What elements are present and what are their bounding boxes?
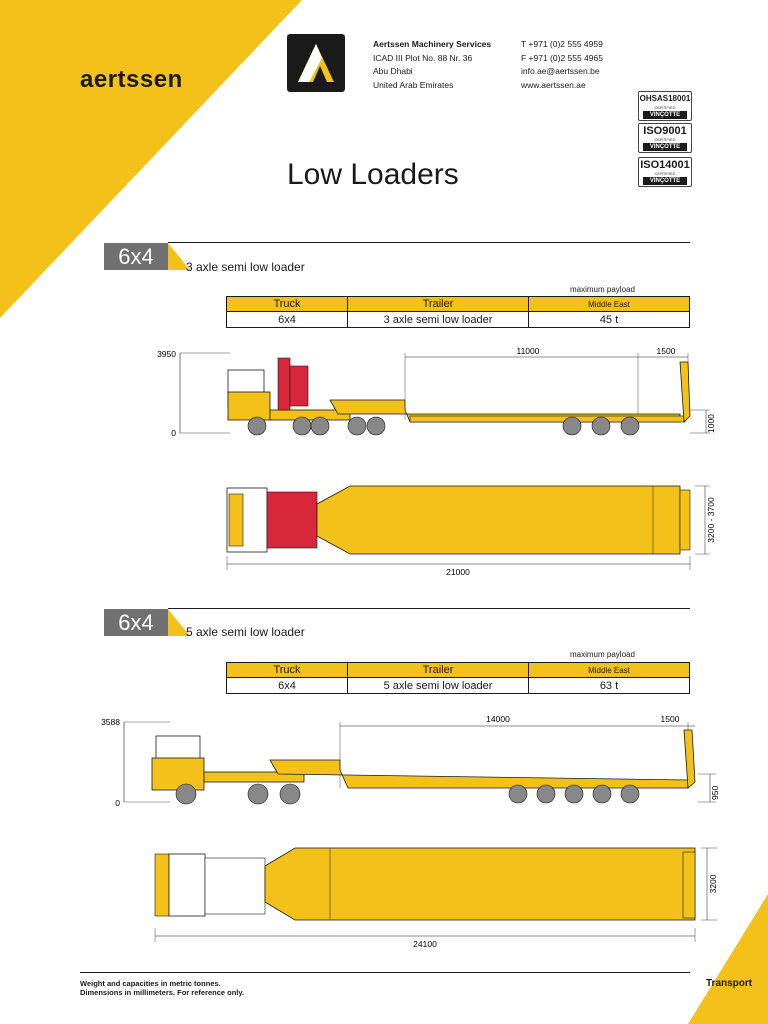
dim-width: 3200 - 3700 bbox=[706, 497, 716, 543]
col-header-region: Middle East bbox=[528, 296, 690, 312]
brand-logo: aertssen bbox=[80, 66, 183, 93]
table-row: 6x4 3 axle semi low loader 45 t bbox=[226, 311, 690, 328]
dim-neck-length: 1500 bbox=[661, 714, 680, 724]
axle-config-badge: 6x4 bbox=[104, 609, 168, 636]
cell-trailer: 5 axle semi low loader bbox=[347, 677, 529, 694]
certification-badge: ISO14001 CERTIFIED VINÇOTTE bbox=[638, 157, 692, 187]
side-view-drawing: 3588 0 14000 1500 950 bbox=[101, 714, 720, 808]
spec-table: Truck Trailer Middle East 6x4 5 axle sem… bbox=[226, 662, 690, 694]
side-view-drawing: 3950 0 11000 1500 1000 bbox=[157, 346, 716, 438]
footer-rule bbox=[80, 972, 690, 973]
address-line: United Arab Emirates bbox=[373, 79, 454, 90]
dim-total-length: 21000 bbox=[446, 567, 470, 577]
section-rule bbox=[168, 242, 690, 243]
company-logo-icon bbox=[287, 34, 345, 92]
cert-sub: CERTIFIED bbox=[654, 105, 676, 110]
cert-mark: VINÇOTTE bbox=[643, 177, 687, 185]
cert-sub: CERTIFIED bbox=[654, 171, 676, 176]
page-title: Low Loaders bbox=[287, 158, 459, 191]
spec-table: Truck Trailer Middle East 6x4 3 axle sem… bbox=[226, 296, 690, 328]
badge-accent bbox=[168, 243, 190, 270]
payload-label: maximum payload bbox=[570, 650, 635, 659]
cert-mark: VINÇOTTE bbox=[643, 111, 687, 119]
certification-badge: ISO9001 CERTIFIED VINÇOTTE bbox=[638, 123, 692, 153]
dim-height-zero: 0 bbox=[171, 428, 176, 438]
dim-deck-length: 14000 bbox=[486, 714, 510, 724]
dim-deck-length: 11000 bbox=[516, 346, 539, 356]
cell-payload: 45 t bbox=[528, 311, 690, 328]
footnote: Weight and capacities in metric tonnes. … bbox=[80, 979, 244, 997]
footnote-line: Weight and capacities in metric tonnes. bbox=[80, 979, 221, 988]
company-name: Aertssen Machinery Services bbox=[373, 39, 492, 49]
section-subtitle: 5 axle semi low loader bbox=[186, 625, 305, 639]
col-header-region: Middle East bbox=[528, 662, 690, 678]
dim-height-top: 3950 bbox=[157, 349, 176, 359]
cert-name: ISO14001 bbox=[640, 159, 690, 171]
cert-sub: CERTIFIED bbox=[654, 137, 676, 142]
cert-mark: VINÇOTTE bbox=[643, 143, 687, 151]
payload-label: maximum payload bbox=[570, 285, 635, 294]
col-header-trailer: Trailer bbox=[347, 296, 529, 312]
fax: F +971 (0)2 555 4965 bbox=[521, 52, 603, 63]
dim-ramp-height: 1000 bbox=[706, 414, 716, 433]
payload-unit: t bbox=[615, 679, 619, 692]
category-label: Transport bbox=[706, 978, 753, 989]
corner-decoration-top bbox=[0, 0, 302, 318]
dim-height-top: 3588 bbox=[101, 717, 120, 727]
payload-unit: t bbox=[615, 313, 619, 326]
cell-payload: 63 t bbox=[528, 677, 690, 694]
contact-info: T +971 (0)2 555 4959 F +971 (0)2 555 496… bbox=[521, 38, 603, 92]
payload-value: 63 bbox=[599, 679, 613, 692]
section-subtitle: 3 axle semi low loader bbox=[186, 260, 305, 274]
payload-value: 45 bbox=[599, 313, 613, 326]
cell-truck: 6x4 bbox=[226, 677, 348, 694]
cell-truck: 6x4 bbox=[226, 311, 348, 328]
col-header-truck: Truck bbox=[226, 296, 348, 312]
cert-name: ISO9001 bbox=[643, 125, 687, 137]
col-header-trailer: Trailer bbox=[347, 662, 529, 678]
footnote-line: Dimensions in millimeters. For reference… bbox=[80, 988, 245, 997]
dim-width: 3200 bbox=[708, 874, 718, 893]
table-row: 6x4 5 axle semi low loader 63 t bbox=[226, 677, 690, 694]
cert-name: OHSAS18001 bbox=[639, 94, 691, 103]
badge-accent bbox=[168, 609, 190, 636]
company-address: Aertssen Machinery Services ICAD III Plo… bbox=[373, 38, 491, 92]
axle-config-badge: 6x4 bbox=[104, 243, 168, 270]
dim-ramp-height: 950 bbox=[710, 786, 720, 800]
corner-decoration-bottom bbox=[688, 894, 768, 1024]
phone: T +971 (0)2 555 4959 bbox=[521, 39, 603, 49]
section-rule bbox=[168, 608, 690, 609]
email-link[interactable]: info.ae@aertssen.be bbox=[521, 66, 600, 76]
top-view-drawing: 24100 3200 bbox=[154, 847, 718, 949]
cell-trailer: 3 axle semi low loader bbox=[347, 311, 529, 328]
dim-height-zero: 0 bbox=[115, 798, 120, 808]
col-header-truck: Truck bbox=[226, 662, 348, 678]
dim-total-length: 24100 bbox=[413, 939, 437, 949]
address-line: ICAD III Plot No. 88 Nr. 36 bbox=[373, 52, 473, 63]
top-view-drawing: 21000 3200 - 3700 bbox=[226, 485, 716, 577]
address-line: Abu Dhabi bbox=[373, 66, 413, 76]
dim-neck-length: 1500 bbox=[657, 346, 676, 356]
certification-badge: OHSAS18001 CERTIFIED VINÇOTTE bbox=[638, 91, 692, 121]
website-link[interactable]: www.aertssen.ae bbox=[521, 79, 586, 90]
